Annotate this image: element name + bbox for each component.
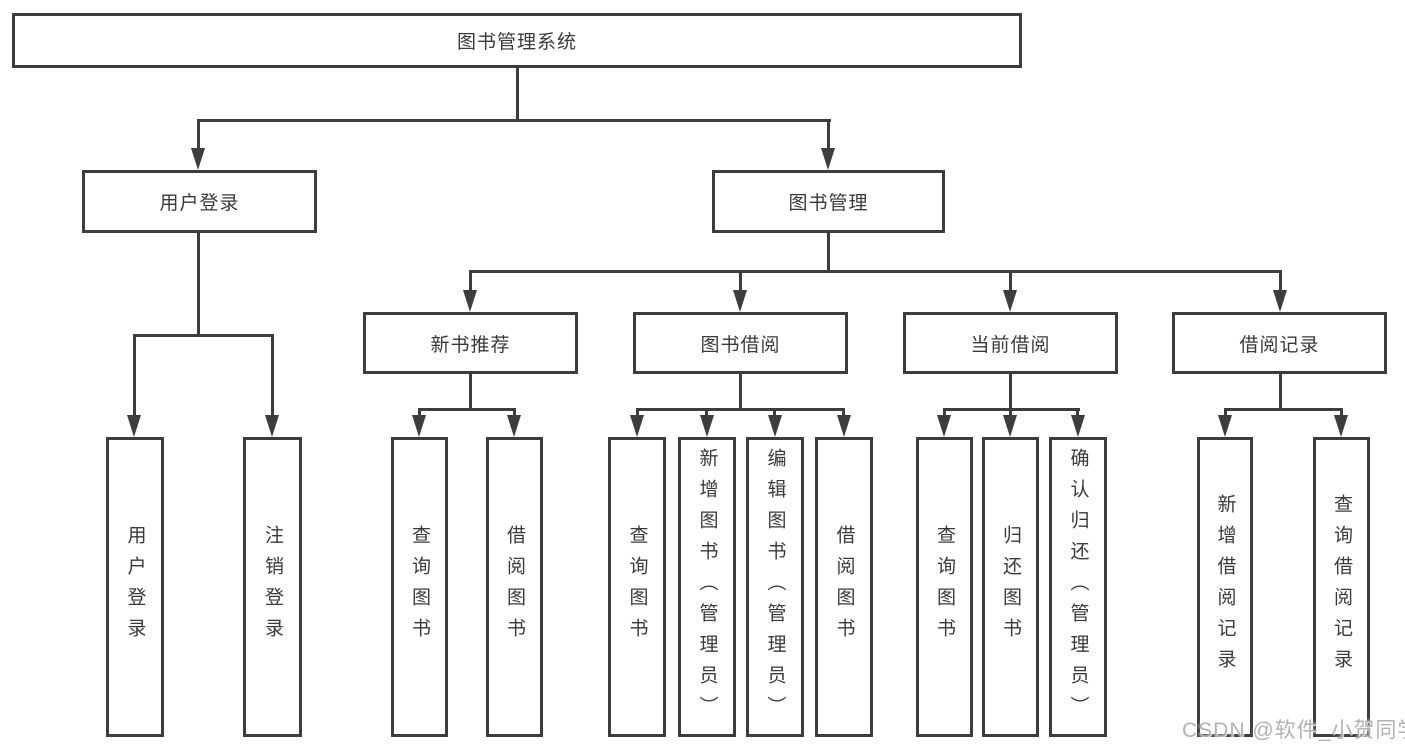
connector-drop-bb-query xyxy=(636,408,639,417)
connector-bb-stem xyxy=(739,372,742,410)
node-book-management-label: 图书管理 xyxy=(788,193,869,214)
node-borrow-records-label: 借阅记录 xyxy=(1239,334,1320,356)
arrowhead-new-book xyxy=(463,290,477,312)
connector-drop-book-borrow xyxy=(739,270,742,292)
node-bb-edit-books-admin: 编辑图书（管理员） xyxy=(746,437,804,737)
csdn-watermark: CSDN @软件_小贺同学 xyxy=(1182,719,1405,742)
node-new-book-recommend-label: 新书推荐 xyxy=(430,334,511,356)
connector-bb-rail xyxy=(636,408,845,411)
connector-nbr-stem xyxy=(469,372,472,410)
node-nbr-borrow-books-label: 借阅图书 xyxy=(504,525,525,649)
arrowhead-nbr-borrow xyxy=(507,415,521,437)
arrowhead-cb-return xyxy=(1003,415,1017,437)
arrowhead-bb-edit xyxy=(768,415,782,437)
node-user-login-leaf: 用户登录 xyxy=(106,437,164,737)
node-root: 图书管理系统 xyxy=(12,13,1022,68)
connector-drop-br-query xyxy=(1340,408,1343,417)
node-bb-query-books-label: 查询图书 xyxy=(626,525,648,649)
node-cb-return-books-label: 归还图书 xyxy=(1000,525,1021,649)
connector-bookmgmt-rail xyxy=(469,270,1282,273)
node-logout-login-label: 注销登录 xyxy=(262,525,283,649)
connector-drop-cb-query xyxy=(943,408,946,417)
arrowhead-cb-confirm xyxy=(1071,415,1085,437)
connector-bookmgmt-stem xyxy=(827,231,830,272)
node-bb-query-books: 查询图书 xyxy=(608,437,666,737)
arrowhead-cb-query xyxy=(937,415,951,437)
node-nbr-query-books-label: 查询图书 xyxy=(409,525,430,649)
node-nbr-query-books: 查询图书 xyxy=(391,437,448,737)
connector-drop-book-mgmt xyxy=(827,119,830,149)
node-current-borrow-label: 当前借阅 xyxy=(970,334,1051,356)
connector-drop-login-leaf xyxy=(133,334,136,416)
connector-drop-borrow-records xyxy=(1279,270,1282,292)
arrowhead-br-add xyxy=(1218,415,1232,437)
connector-br-stem xyxy=(1279,372,1282,410)
node-br-add-record: 新增借阅记录 xyxy=(1197,437,1253,737)
connector-nbr-rail xyxy=(418,408,516,411)
node-nbr-borrow-books: 借阅图书 xyxy=(486,437,543,737)
node-br-add-record-label: 新增借阅记录 xyxy=(1214,494,1236,680)
node-bb-borrow-books-label: 借阅图书 xyxy=(833,525,855,649)
connector-drop-cb-confirm xyxy=(1076,408,1079,417)
node-user-login-leaf-label: 用户登录 xyxy=(124,525,146,649)
node-user-login-label: 用户登录 xyxy=(159,193,240,214)
node-bb-borrow-books: 借阅图书 xyxy=(815,437,873,737)
arrowhead-book-borrow xyxy=(733,290,747,312)
connector-drop-nbr-query xyxy=(418,408,421,417)
node-book-borrow: 图书借阅 xyxy=(633,312,848,374)
connector-drop-new-book xyxy=(469,270,472,292)
connector-cb-stem xyxy=(1009,372,1012,410)
connector-userlogin-rail xyxy=(133,334,274,337)
node-book-management: 图书管理 xyxy=(712,170,945,233)
node-bb-add-books-admin-label: 新增图书（管理员） xyxy=(696,447,718,727)
connector-drop-user-login xyxy=(197,119,200,149)
connector-drop-current-borrow xyxy=(1009,270,1012,292)
arrowhead-br-query xyxy=(1334,415,1348,437)
node-br-query-record: 查询借阅记录 xyxy=(1313,437,1370,737)
connector-userlogin-stem xyxy=(197,231,200,336)
arrowhead-user-login xyxy=(191,148,205,170)
node-br-query-record-label: 查询借阅记录 xyxy=(1331,494,1352,680)
arrowhead-borrow-records xyxy=(1273,290,1287,312)
connector-drop-br-add xyxy=(1224,408,1227,417)
arrowhead-login-leaf xyxy=(127,415,141,437)
node-borrow-records: 借阅记录 xyxy=(1172,312,1387,374)
node-cb-query-books: 查询图书 xyxy=(916,437,973,737)
arrowhead-logout-leaf xyxy=(265,415,279,437)
connector-br-rail xyxy=(1224,408,1342,411)
connector-drop-logout-leaf xyxy=(271,334,274,416)
arrowhead-bb-query xyxy=(630,415,644,437)
node-cb-return-books: 归还图书 xyxy=(982,437,1039,737)
arrowhead-book-mgmt xyxy=(821,148,835,170)
node-bb-edit-books-admin-label: 编辑图书（管理员） xyxy=(764,447,786,727)
node-current-borrow: 当前借阅 xyxy=(903,312,1118,374)
arrowhead-current-borrow xyxy=(1003,290,1017,312)
connector-drop-nbr-borrow xyxy=(513,408,516,417)
arrowhead-bb-add xyxy=(700,415,714,437)
node-root-label: 图书管理系统 xyxy=(456,32,577,53)
node-cb-confirm-return-admin: 确认归还（管理员） xyxy=(1049,437,1107,737)
node-new-book-recommend: 新书推荐 xyxy=(363,312,578,374)
connector-root-rail xyxy=(197,119,831,122)
node-cb-confirm-return-admin-label: 确认归还（管理员） xyxy=(1067,447,1089,727)
connector-drop-cb-return xyxy=(1009,408,1012,417)
node-cb-query-books-label: 查询图书 xyxy=(934,525,955,649)
node-bb-add-books-admin: 新增图书（管理员） xyxy=(678,437,736,737)
arrowhead-bb-borrow xyxy=(837,415,851,437)
node-user-login: 用户登录 xyxy=(82,170,317,233)
node-book-borrow-label: 图书借阅 xyxy=(700,334,781,356)
connector-root-stem xyxy=(516,67,519,122)
connector-drop-bb-edit xyxy=(773,408,776,417)
connector-drop-bb-add xyxy=(705,408,708,417)
arrowhead-nbr-query xyxy=(412,415,426,437)
connector-drop-bb-borrow xyxy=(842,408,845,417)
node-logout-login: 注销登录 xyxy=(243,437,302,737)
